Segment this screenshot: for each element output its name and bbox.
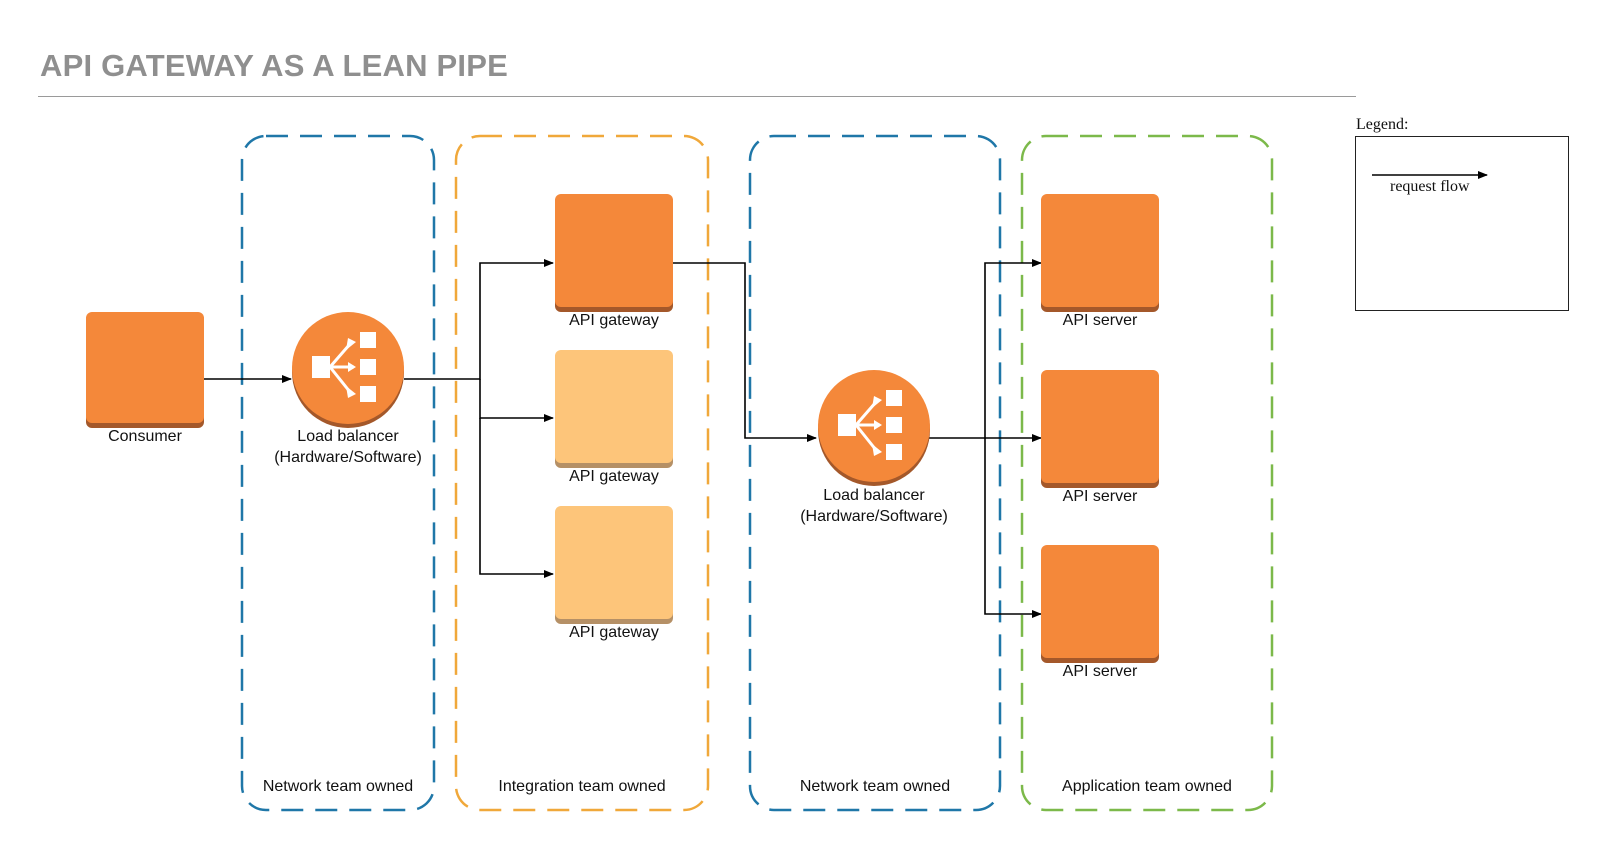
- page-title: API GATEWAY AS A LEAN PIPE: [40, 48, 508, 83]
- edge-gw1-lb2: [670, 262, 817, 442]
- api-server-3-node: [1041, 545, 1159, 663]
- zone-network-1: [240, 134, 436, 812]
- api-server-3-label: API server: [1062, 663, 1138, 680]
- edge-lb1-gw2: [479, 379, 554, 422]
- zone-application-label: Application team owned: [1062, 778, 1232, 795]
- title-divider: [38, 96, 1356, 97]
- edge-lb1-gw1: [404, 259, 554, 380]
- zone-network-2-label: Network team owned: [799, 778, 951, 795]
- api-server-1-node: [1041, 194, 1159, 312]
- api-gateway-3-label: API gateway: [569, 624, 659, 641]
- edge-lb1-gw3: [479, 418, 554, 578]
- legend-box: [1355, 136, 1569, 311]
- zone-integration-label: Integration team owned: [498, 778, 666, 795]
- edge-lb2-srv3: [984, 438, 1042, 618]
- api-server-1-label: API server: [1062, 312, 1138, 329]
- load-balancer-2-sublabel: (Hardware/Software): [800, 508, 948, 525]
- api-gateway-1-label: API gateway: [569, 312, 659, 329]
- api-gateway-3-node: [555, 506, 673, 624]
- zone-integration: [454, 134, 710, 812]
- consumer-node: [86, 312, 204, 428]
- edge-lb2-srv1: [928, 259, 1042, 439]
- zone-application: [1020, 134, 1274, 812]
- legend-request-flow-label: request flow: [1390, 178, 1470, 195]
- api-server-2-node: [1041, 370, 1159, 488]
- load-balancer-2-node: [818, 370, 930, 486]
- api-server-2-label: API server: [1062, 488, 1138, 505]
- load-balancer-1-node: [292, 312, 404, 428]
- consumer-label: Consumer: [108, 428, 182, 445]
- load-balancer-1-sublabel: (Hardware/Software): [274, 449, 422, 466]
- api-gateway-2-label: API gateway: [569, 468, 659, 485]
- load-balancer-1-label: Load balancer: [297, 428, 399, 445]
- zone-network-1-label: Network team owned: [262, 778, 414, 795]
- api-gateway-2-node: [555, 350, 673, 468]
- load-balancer-2-label: Load balancer: [823, 487, 925, 504]
- zone-network-2: [748, 134, 1002, 812]
- api-gateway-1-node: [555, 194, 673, 312]
- legend-title: Legend:: [1356, 116, 1409, 133]
